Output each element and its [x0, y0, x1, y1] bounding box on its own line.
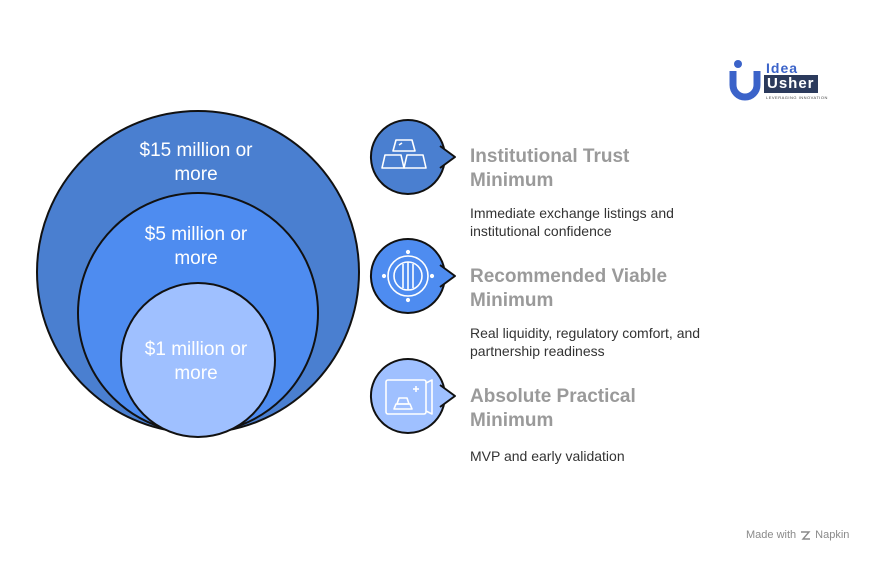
bubble-1 — [370, 119, 456, 195]
napkin-logo-icon — [801, 530, 811, 540]
made-with-footer: Made with Napkin — [746, 529, 849, 541]
logo-word-idea: Idea — [766, 60, 799, 76]
bubble-3 — [370, 358, 456, 434]
item-desc-recommended: Real liquidity, regulatory comfort, and … — [470, 325, 701, 359]
item-heading-institutional: Institutional Trust Minimum — [470, 146, 630, 191]
item-heading-recommended: Recommended Viable Minimum — [470, 266, 668, 311]
item-desc-absolute: MVP and early validation — [470, 448, 625, 464]
outer-circle-label: $15 million or more — [139, 140, 253, 185]
logo-word-usher: Usher — [764, 75, 818, 93]
logo-tagline: LEVERAGING INNOVATION — [766, 95, 828, 100]
footer-prefix: Made with — [746, 529, 797, 541]
logo-u-icon — [729, 60, 761, 101]
brand-logo: Idea Usher LEVERAGING INNOVATION — [728, 58, 838, 104]
middle-circle-label: $5 million or more — [144, 224, 248, 269]
item-heading-absolute: Absolute Practical Minimum — [470, 386, 636, 431]
safe-icon — [385, 379, 433, 415]
item-desc-institutional: Immediate exchange listings and institut… — [470, 205, 674, 239]
vault-door-icon — [381, 249, 435, 303]
inner-circle-label: $1 million or more — [144, 339, 248, 384]
gold-bars-icon — [381, 139, 427, 169]
inner-circle — [120, 282, 276, 438]
footer-brand: Napkin — [815, 529, 850, 541]
